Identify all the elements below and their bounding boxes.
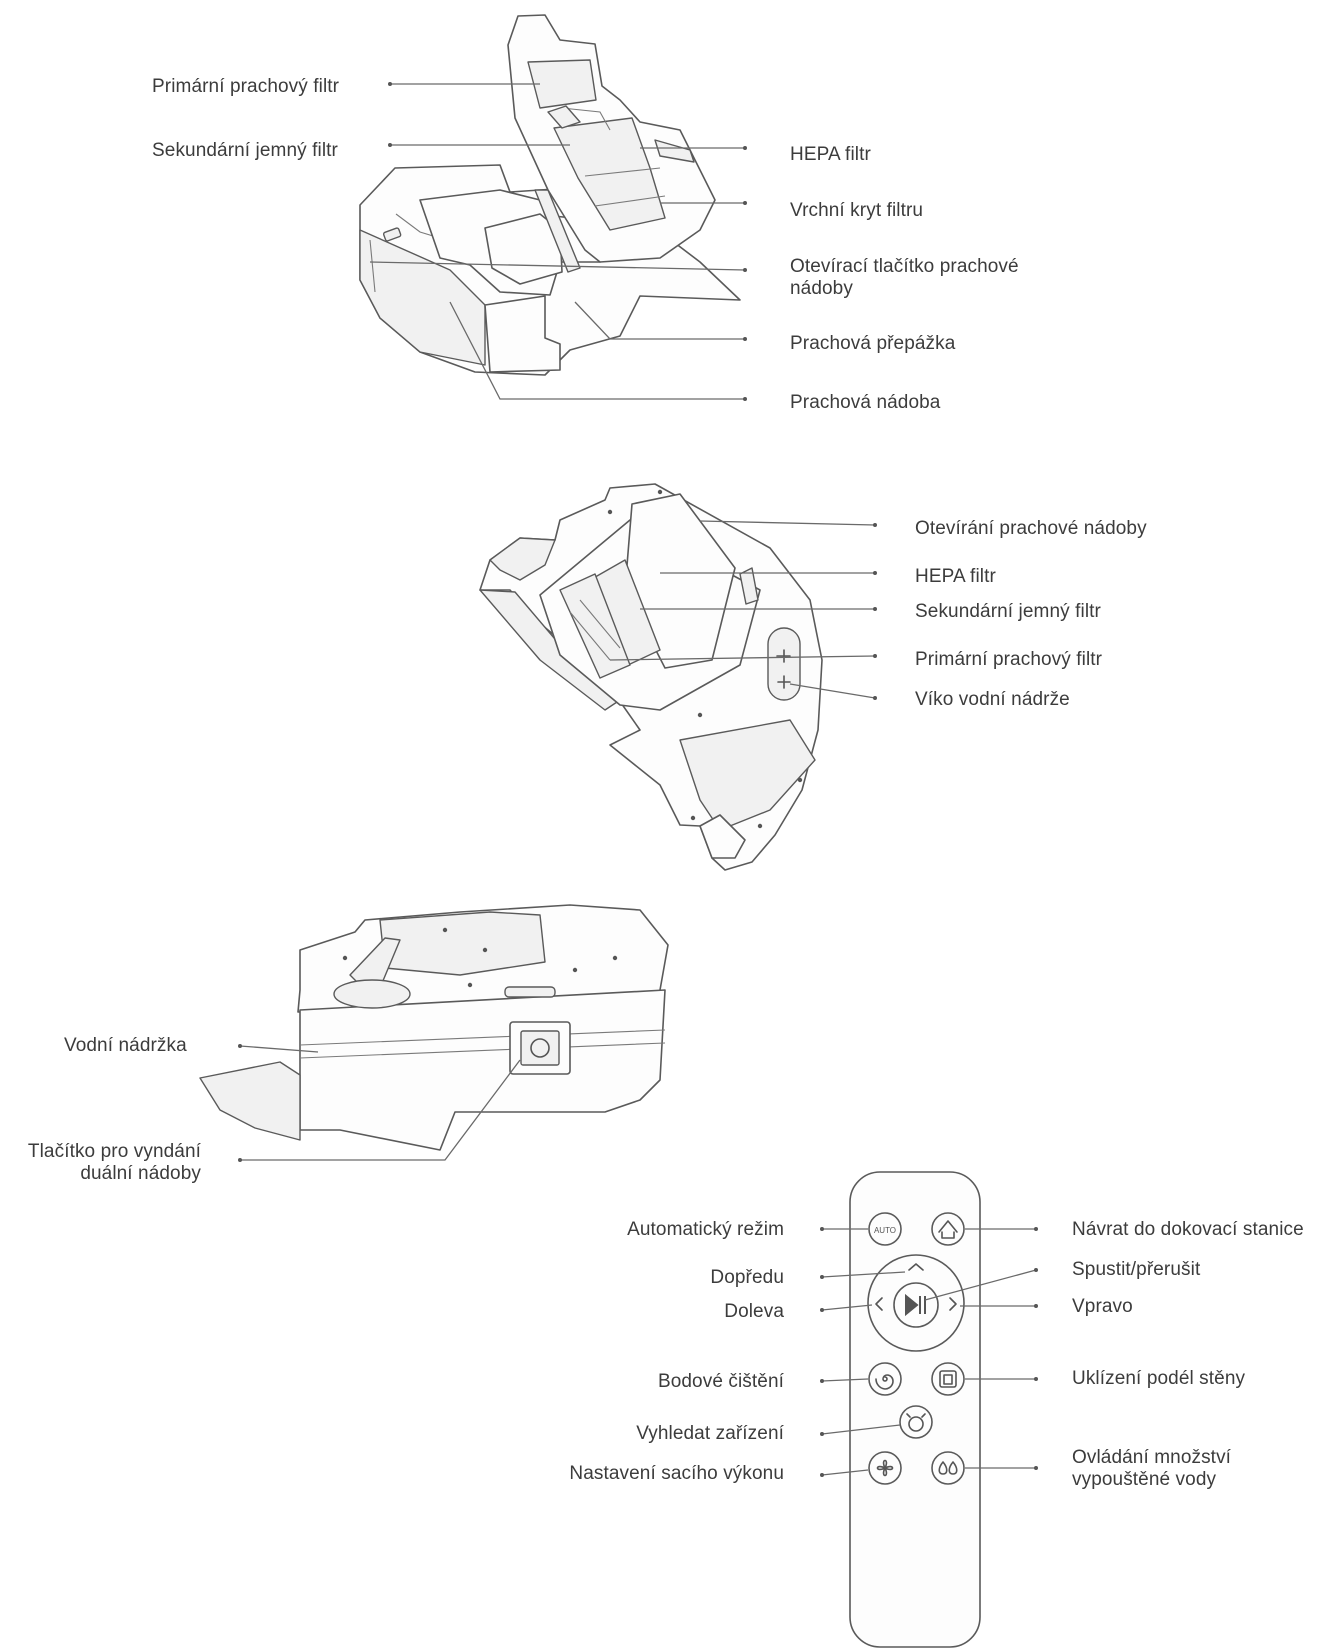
fan-icon — [876, 1459, 894, 1477]
label-top-filter-cover: Vrchní kryt filtru — [790, 200, 924, 221]
label-right: Vpravo — [1072, 1296, 1133, 1317]
label-bin-open-button: Otevírací tlačítko prachové nádoby — [790, 256, 1019, 300]
figure3-leader-lines — [238, 1044, 521, 1162]
square-icon — [939, 1370, 957, 1388]
chevron-left-icon[interactable] — [875, 1297, 883, 1311]
auto-button-text: AUTO — [874, 1226, 896, 1235]
wall-clean-button[interactable] — [931, 1362, 965, 1396]
label-wall-clean: Uklízení podél stěny — [1072, 1368, 1246, 1389]
label-primary-filter: Primární prachový filtr — [152, 76, 340, 97]
label-water-control-line1: Ovládání množství — [1072, 1447, 1232, 1468]
figure1-leader-lines — [369, 82, 747, 401]
label-find-device: Vyhledat zařízení — [636, 1423, 784, 1444]
label-water-tank-lid: Víko vodní nádrže — [915, 689, 1070, 710]
remote-leader-lines — [820, 1227, 1038, 1477]
label-left: Doleva — [724, 1301, 784, 1322]
label-suction-power: Nastavení sacího výkonu — [569, 1463, 784, 1484]
figure2-leader-lines — [609, 520, 877, 700]
label-primary-filter-2: Primární prachový filtr — [915, 649, 1103, 670]
label-dust-bin: Prachová nádoba — [790, 392, 941, 413]
label-forward: Dopředu — [710, 1267, 784, 1288]
label-water-control: Ovládání množství vypouštěné vody — [1072, 1447, 1231, 1491]
label-secondary-filter-2: Sekundární jemný filtr — [915, 601, 1101, 622]
label-water-control-line2: vypouštěné vody — [1072, 1469, 1217, 1490]
label-dust-baffle: Prachová přepážka — [790, 333, 956, 354]
label-bin-open-button-line1: Otevírací tlačítko prachové — [790, 256, 1019, 277]
label-start-pause: Spustit/přerušit — [1072, 1259, 1201, 1280]
label-secondary-filter: Sekundární jemný filtr — [152, 140, 338, 161]
water-drops-icon — [938, 1461, 958, 1475]
label-auto-mode: Automatický režim — [627, 1219, 784, 1240]
label-water-tank: Vodní nádržka — [64, 1035, 187, 1056]
suction-button[interactable] — [868, 1451, 902, 1485]
remote-control: AUTO — [849, 1171, 981, 1648]
spiral-icon — [875, 1374, 894, 1390]
label-dual-tank-release: Tlačítko pro vyndání duální nádoby — [8, 1141, 201, 1185]
chevron-right-icon[interactable] — [949, 1297, 957, 1311]
dock-button[interactable] — [931, 1212, 965, 1246]
robot-open-lid-illustration — [359, 14, 741, 376]
label-hepa-filter-2: HEPA filtr — [915, 566, 996, 587]
home-icon — [938, 1220, 958, 1239]
label-return-to-dock: Návrat do dokovací stanice — [1072, 1219, 1304, 1240]
robot-bin-detail-illustration — [479, 483, 823, 871]
label-bin-opening: Otevírání prachové nádoby — [915, 518, 1147, 539]
label-dual-tank-release-line2: duální nádoby — [80, 1163, 201, 1184]
water-level-button[interactable] — [931, 1451, 965, 1485]
label-hepa-filter: HEPA filtr — [790, 144, 871, 165]
auto-button[interactable] — [868, 1212, 902, 1246]
play-pause-icon — [905, 1293, 926, 1317]
label-spot-clean: Bodové čištění — [657, 1371, 784, 1392]
play-pause-button[interactable] — [893, 1282, 939, 1328]
find-device-button[interactable] — [899, 1405, 933, 1439]
spot-clean-button[interactable] — [868, 1362, 902, 1396]
label-dual-tank-release-line1: Tlačítko pro vyndání — [27, 1141, 201, 1162]
robot-water-tank-illustration — [199, 904, 669, 1151]
chevron-up-icon[interactable] — [908, 1263, 924, 1271]
label-bin-open-button-line2: nádoby — [790, 278, 853, 299]
alarm-icon — [906, 1413, 926, 1432]
